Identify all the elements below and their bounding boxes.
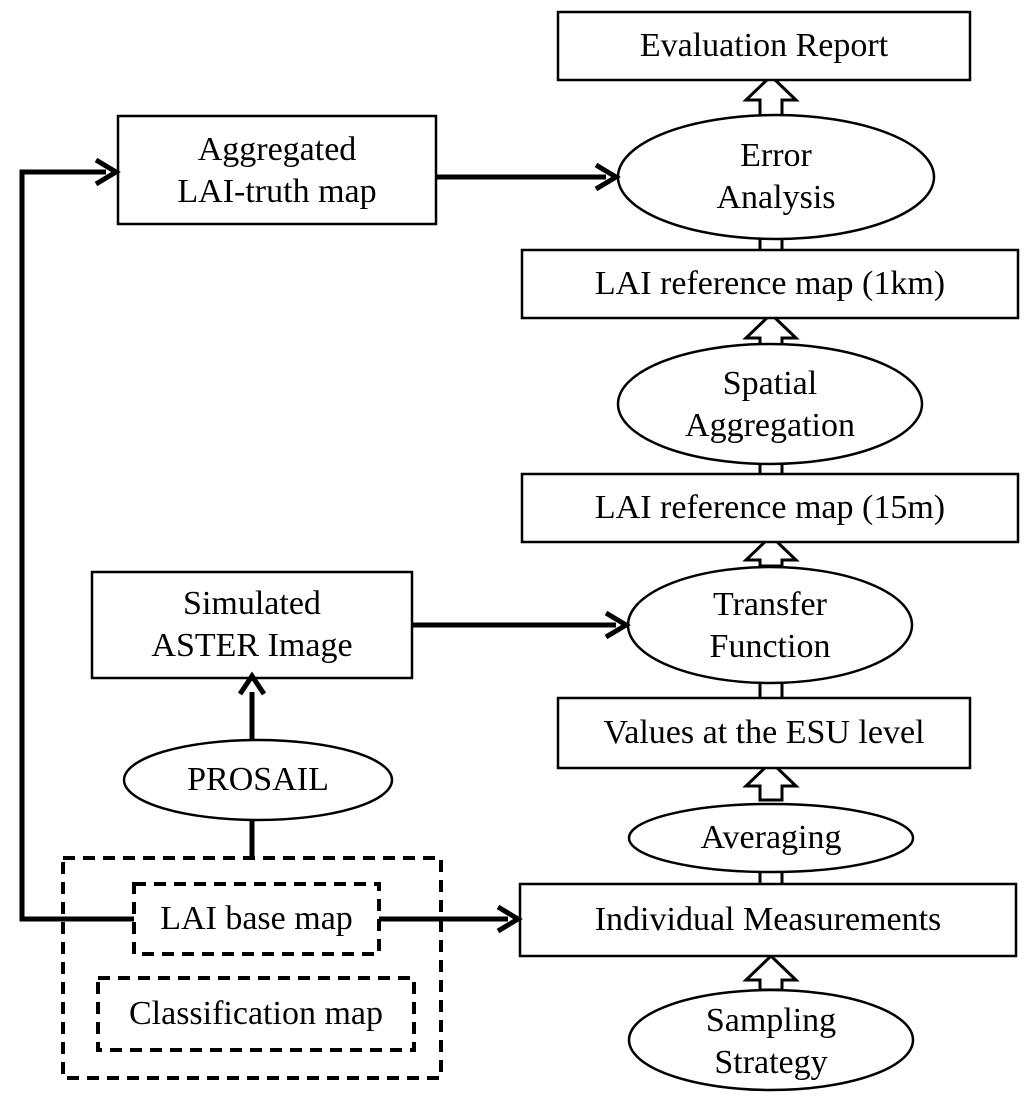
spatial-aggregation-ellipse xyxy=(616,342,924,466)
hollow-up-arrows xyxy=(742,73,800,992)
classification-map-label: Classification map xyxy=(128,995,383,1032)
head-to-error xyxy=(594,162,621,192)
arrow-sampling-to-measurements xyxy=(742,953,800,992)
classification-map-dashed-box xyxy=(96,976,416,1052)
sampling-strategy-ellipse xyxy=(627,988,915,1092)
transfer-function-label: Transfer Function xyxy=(709,586,831,665)
error-analysis-label: Error Analysis xyxy=(716,137,836,216)
solid-arrowheads xyxy=(94,157,631,934)
lai-ref-15m-box xyxy=(520,472,1020,544)
arrow-averaging-to-esu xyxy=(742,759,800,802)
simulated-aster-label: Simulated ASTER Image xyxy=(151,585,353,664)
simulated-aster-box xyxy=(90,570,414,680)
head-to-aster xyxy=(237,671,267,696)
sampling-strategy-label: Sampling Strategy xyxy=(705,1002,837,1081)
head-to-transfer xyxy=(604,610,631,640)
prosail-ellipse xyxy=(122,738,394,822)
spatial-aggregation-label: Spatial Aggregation xyxy=(685,365,855,444)
lai-ref-15m-label: LAI reference map (15m) xyxy=(594,489,946,526)
lai-base-map-label: LAI base map xyxy=(160,900,353,937)
arrow-transfer-to-15m xyxy=(742,533,800,568)
evaluation-report-box xyxy=(556,10,972,82)
averaging-label: Averaging xyxy=(700,819,842,856)
values-esu-box xyxy=(556,696,972,770)
prosail-label: PROSAIL xyxy=(187,761,329,798)
averaging-ellipse xyxy=(627,802,915,874)
aggregated-lai-truth-label: Aggregated LAI-truth map xyxy=(177,131,377,210)
solid-connectors xyxy=(19,169,616,922)
lai-ref-1km-box xyxy=(520,248,1020,320)
individual-measurements-box xyxy=(518,882,1018,958)
evaluation-report-label: Evaluation Report xyxy=(639,27,889,64)
values-esu-label: Values at the ESU level xyxy=(603,714,925,751)
lai-ref-1km-label: LAI reference map (1km) xyxy=(594,265,946,302)
head-to-measurements xyxy=(496,904,523,934)
arrow-error-to-report xyxy=(742,73,800,120)
head-to-aggregated xyxy=(94,157,121,187)
individual-measurements-label: Individual Measurements xyxy=(594,901,942,938)
aggregated-lai-truth-box xyxy=(116,114,438,226)
line-base-to-aggregated xyxy=(19,169,134,922)
